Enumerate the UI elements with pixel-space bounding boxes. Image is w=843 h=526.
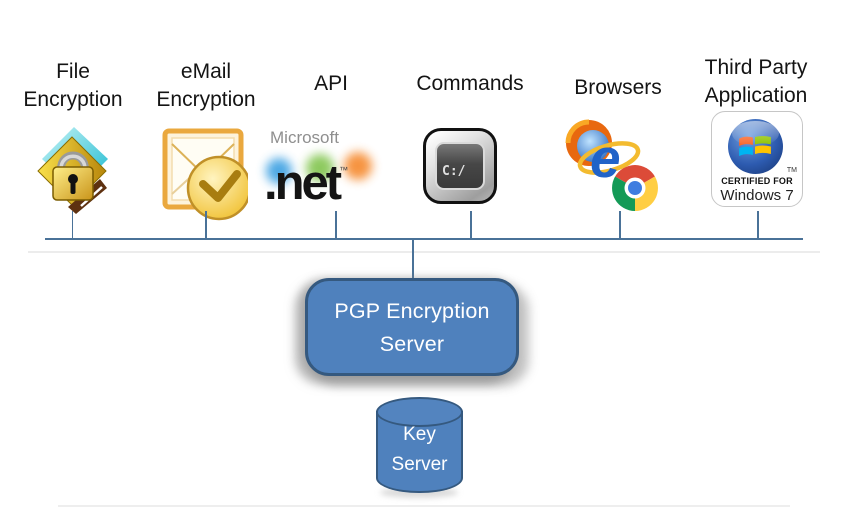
dotnet-trademark: ™	[339, 165, 349, 175]
key-server-database-node: Key Server	[376, 397, 463, 498]
ie-gold-swoosh	[577, 141, 641, 175]
browsers-label: Browsers	[558, 74, 678, 102]
dotnet-color-blob-blue	[266, 158, 292, 184]
api-label: API	[291, 70, 371, 98]
email-encryption-label-line1: eMail	[180, 60, 232, 83]
third-party-application-label: Third Party Application	[686, 54, 826, 110]
pgp-server-label-line2: Server	[379, 332, 445, 356]
connector-stub-third-party	[757, 211, 759, 239]
key-server-label: Key Server	[376, 420, 463, 480]
dotnet-color-blob-green	[306, 154, 334, 182]
dotnet-brand-text: Microsoft	[270, 128, 339, 147]
connector-stub-api	[335, 211, 337, 239]
pgp-server-label-line1: PGP Encryption	[334, 299, 490, 323]
commands-label-text: Commands	[416, 72, 524, 95]
browsers-label-text: Browsers	[574, 76, 662, 99]
command-prompt-screen: C:/	[435, 142, 485, 190]
commands-label: Commands	[403, 70, 537, 98]
third-party-label-line1: Third Party	[704, 56, 808, 79]
connector-stub-file	[71, 211, 73, 239]
connector-stub-email	[205, 211, 207, 239]
command-prompt-text: C:/	[442, 164, 466, 179]
certified-for-text: CERTIFIED FOR	[721, 176, 793, 186]
firefox-icon	[565, 119, 612, 166]
email-encryption-label: eMail Encryption	[138, 58, 274, 114]
dotnet-main-text: .net™	[264, 148, 404, 208]
windows-flag-icon	[739, 135, 771, 157]
file-encryption-label-line1: File	[56, 60, 90, 83]
bottom-divider-line	[58, 505, 790, 507]
command-prompt-icon: C:/	[423, 128, 497, 204]
email-encryption-label-line2: Encryption	[156, 88, 256, 111]
key-server-cylinder-top	[376, 397, 463, 427]
api-label-text: API	[314, 72, 348, 95]
file-encryption-label-line2: Encryption	[23, 88, 123, 111]
outlook-email-icon	[162, 128, 252, 224]
windows7-certified-icon: TM CERTIFIED FOR Windows 7	[711, 111, 803, 207]
pgp-encryption-server-node: PGP Encryption Server	[305, 278, 519, 376]
dotnet-wordmark: .net	[264, 156, 342, 210]
file-encryption-lock-icon	[36, 127, 108, 217]
dotnet-color-blob-orange	[344, 152, 372, 180]
chrome-icon	[612, 165, 658, 211]
file-encryption-label: File Encryption	[8, 58, 138, 114]
key-server-label-line2: Server	[391, 454, 448, 475]
bus-horizontal-line-shadow	[28, 251, 820, 253]
windows7-trademark: TM	[786, 167, 797, 174]
browsers-icon: e	[562, 114, 662, 214]
microsoft-dotnet-icon: Microsoft .net™	[264, 128, 404, 208]
windows7-text: Windows 7	[720, 187, 794, 204]
third-party-label-line2: Application	[704, 84, 808, 107]
connector-stub-browsers	[619, 211, 621, 239]
connector-stub-commands	[470, 211, 472, 239]
connector-to-server	[412, 239, 414, 278]
windows-flag-circle	[728, 119, 783, 174]
key-server-label-line1: Key	[403, 424, 436, 445]
bus-horizontal-line	[45, 238, 803, 240]
